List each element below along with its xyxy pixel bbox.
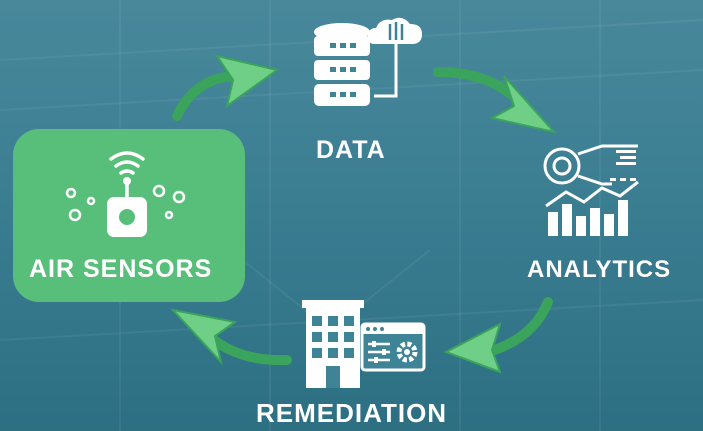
arrow-sensors-to-data: [172, 54, 280, 121]
node-label-analytics: ANALYTICS: [527, 256, 672, 283]
analytics-dashboard-icon: [543, 144, 639, 236]
arrow-remediation-to-sensors: [170, 308, 292, 366]
air-sensor-icon: [65, 151, 186, 237]
arrow-analytics-to-remediation: [443, 297, 553, 374]
node-label-air-sensors: AIR SENSORS: [29, 255, 213, 283]
database-cloud-icon: [314, 17, 422, 106]
node-label-remediation: REMEDIATION: [256, 398, 448, 428]
air-sensors-card: AIR SENSORS: [13, 129, 245, 302]
node-label-data: DATA: [316, 136, 386, 164]
building-settings-icon: [302, 300, 426, 388]
arrow-data-to-analytics: [433, 67, 557, 134]
